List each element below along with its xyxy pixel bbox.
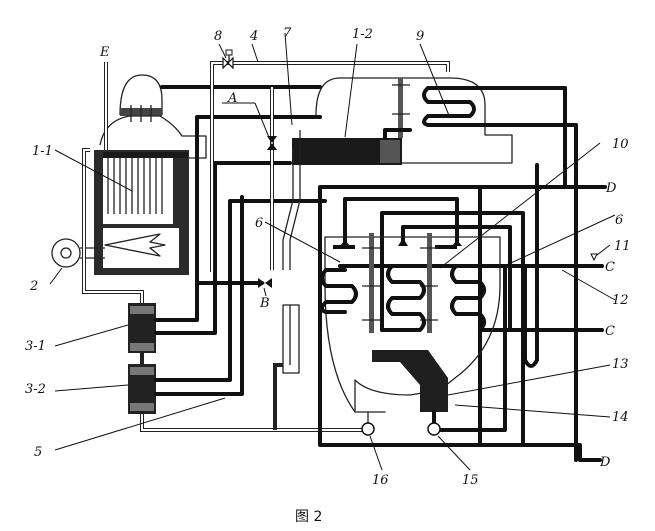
coil-9 bbox=[422, 86, 578, 127]
label-6a: 6 bbox=[255, 216, 263, 231]
heat-exchanger-3-2 bbox=[128, 364, 156, 414]
leader-lines bbox=[49, 32, 616, 471]
label-16: 16 bbox=[372, 473, 389, 488]
label-C2: C bbox=[605, 324, 615, 339]
level-gauge bbox=[282, 304, 300, 374]
dome bbox=[119, 74, 163, 116]
fan-2 bbox=[51, 238, 81, 268]
valve-b bbox=[258, 278, 272, 288]
label-12: 12 bbox=[612, 293, 629, 308]
label-13: 13 bbox=[612, 357, 629, 372]
label-4: 4 bbox=[249, 29, 258, 44]
label-9: 9 bbox=[416, 29, 424, 44]
valve-11 bbox=[590, 253, 598, 262]
absorber-vessel bbox=[320, 233, 501, 436]
label-B: B bbox=[259, 296, 270, 311]
label-6b: 6 bbox=[615, 213, 623, 228]
label-E: E bbox=[99, 45, 110, 60]
coil-10 bbox=[380, 264, 426, 332]
label-10: 10 bbox=[612, 137, 629, 152]
vessel-shell bbox=[324, 236, 501, 413]
label-11: 11 bbox=[614, 239, 631, 254]
collector-14 bbox=[372, 350, 448, 412]
pipe-7 bbox=[282, 148, 294, 270]
reference-labels: E 1-1 1-2 2 3-1 3-2 4 5 6 6 7 8 9 10 11 … bbox=[25, 26, 631, 488]
label-1-1: 1-1 bbox=[32, 144, 53, 159]
label-C1: C bbox=[605, 260, 615, 275]
label-5: 5 bbox=[34, 445, 42, 460]
generator-unit bbox=[51, 62, 207, 275]
figure-caption: 图 2 bbox=[295, 509, 322, 525]
valve-8 bbox=[222, 49, 234, 70]
tube-bundle-1-1 bbox=[107, 158, 163, 214]
label-8: 8 bbox=[214, 29, 222, 44]
label-2: 2 bbox=[29, 279, 38, 294]
heat-exchanger-3-1 bbox=[128, 303, 156, 353]
valve-a bbox=[267, 87, 277, 270]
burner-flame bbox=[104, 233, 166, 257]
coil-6b bbox=[450, 264, 486, 332]
label-15: 15 bbox=[462, 473, 479, 488]
condenser-chamber bbox=[292, 77, 578, 165]
pump-15 bbox=[427, 410, 441, 436]
label-3-2: 3-2 bbox=[25, 382, 46, 397]
label-3-1: 3-1 bbox=[25, 339, 46, 354]
pump-16 bbox=[361, 412, 375, 436]
bead-column bbox=[398, 78, 403, 138]
coil-6a bbox=[320, 268, 358, 314]
label-14: 14 bbox=[612, 410, 629, 425]
label-D1: D bbox=[605, 181, 617, 196]
label-A: A bbox=[227, 91, 237, 106]
label-1-2: 1-2 bbox=[352, 27, 373, 42]
label-7: 7 bbox=[283, 26, 292, 41]
label-D2: D bbox=[599, 455, 611, 470]
